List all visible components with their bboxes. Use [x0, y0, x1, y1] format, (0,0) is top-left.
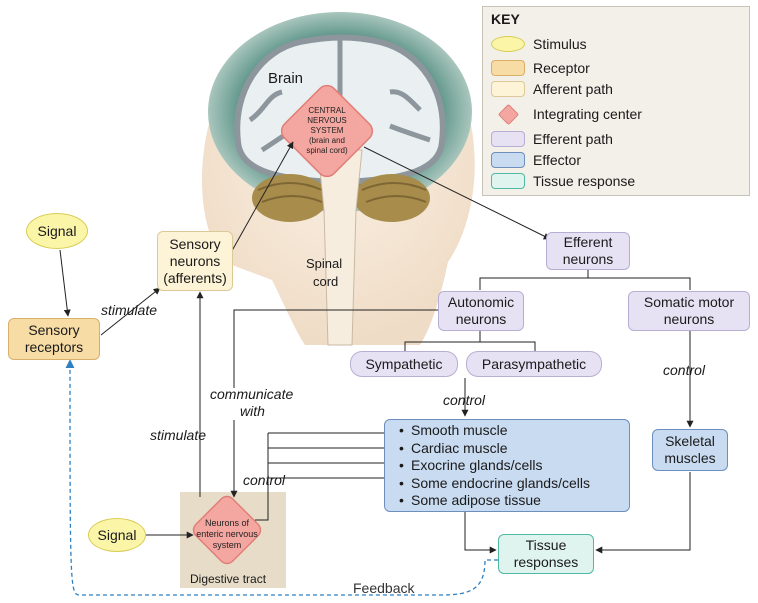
autonomic-neurons-line1: Autonomic — [447, 294, 515, 310]
efferent-neurons-box: Efferent neurons — [546, 232, 630, 270]
key-row-effector: Effector — [491, 150, 581, 170]
key-label: Stimulus — [533, 36, 587, 52]
signal-stimulus-bottom: Signal — [88, 518, 146, 552]
key-row-efferent: Efferent path — [491, 129, 613, 149]
legend-key: KEY Stimulus Receptor Afferent path Inte… — [482, 6, 750, 196]
cns-line5: spinal cord) — [306, 146, 348, 155]
efferent-neurons-line1: Efferent — [563, 234, 613, 250]
key-title: KEY — [491, 11, 520, 27]
sensory-neurons-line1: Sensory — [169, 235, 221, 252]
effector-item: Exocrine glands/cells — [399, 457, 629, 475]
cns-text: CENTRAL NERVOUS SYSTEM (brain and spinal… — [292, 106, 362, 156]
stimulate-label-upper: stimulate — [101, 302, 158, 318]
control-label-autonomic: control — [443, 392, 486, 408]
tissue-swatch — [491, 173, 525, 189]
tissue-responses-line1: Tissue — [525, 537, 567, 553]
efferent-swatch — [491, 131, 525, 147]
cns-line1: CENTRAL — [308, 106, 346, 115]
key-label: Integrating center — [533, 106, 642, 122]
feedback-path — [65, 359, 498, 596]
signal-stimulus-top: Signal — [26, 213, 88, 249]
diamond-icon — [497, 103, 519, 125]
effector-item: Some adipose tissue — [399, 492, 629, 510]
enteric-line1: Neurons of — [204, 518, 250, 528]
cns-integrating-center — [280, 84, 374, 178]
key-label: Tissue response — [533, 173, 636, 189]
key-row-receptor: Receptor — [491, 58, 590, 78]
tissue-responses-box: Tissue responses — [498, 534, 594, 574]
connectors — [59, 141, 694, 554]
key-label: Afferent path — [533, 81, 613, 97]
enteric-line2: enteric nervous — [196, 529, 258, 539]
somatic-motor-neurons-box: Somatic motor neurons — [628, 291, 750, 331]
key-row-stimulus: Stimulus — [491, 34, 587, 54]
key-label: Receptor — [533, 60, 590, 76]
sensory-neurons-line3: (afferents) — [163, 269, 227, 286]
enteric-text: Neurons of enteric nervous system — [190, 518, 264, 551]
key-label: Efferent path — [533, 131, 613, 147]
effector-item: Smooth muscle — [399, 422, 629, 440]
effector-list-box: Smooth muscle Cardiac muscle Exocrine gl… — [384, 419, 630, 512]
control-label-enteric: control — [243, 472, 286, 488]
afferent-swatch — [491, 81, 525, 97]
stimulus-swatch — [491, 36, 525, 52]
control-label-somatic: control — [663, 362, 706, 378]
key-label: Effector — [533, 152, 581, 168]
efferent-neurons-line2: neurons — [562, 251, 614, 267]
key-row-tissue: Tissue response — [491, 171, 635, 191]
autonomic-neurons-box: Autonomic neurons — [438, 291, 524, 331]
effector-item: Some endocrine glands/cells — [399, 475, 629, 493]
autonomic-neurons-line2: neurons — [455, 311, 507, 327]
somatic-motor-line1: Somatic motor — [643, 294, 735, 310]
skeletal-muscles-line1: Skeletal — [665, 433, 715, 449]
key-row-afferent: Afferent path — [491, 79, 613, 99]
brain-label: Brain — [268, 70, 304, 87]
sensory-neurons-line2: neurons — [169, 252, 221, 269]
sensory-receptors-line2: receptors — [24, 339, 84, 355]
spinal-cord-label-line1: Spinal — [306, 256, 343, 271]
key-row-integrating: Integrating center — [491, 103, 642, 125]
sensory-receptors-box: Sensory receptors — [8, 318, 100, 360]
sensory-receptors-line1: Sensory — [28, 322, 80, 338]
sensory-neurons-box: Sensory neurons (afferents) — [157, 231, 233, 291]
head-illustration — [201, 12, 475, 346]
digestive-tract-label: Digestive tract — [190, 572, 267, 586]
tissue-responses-line2: responses — [513, 554, 579, 570]
cns-line2: NERVOUS — [307, 116, 347, 125]
receptor-swatch — [491, 60, 525, 76]
skeletal-muscles-line2: muscles — [664, 450, 716, 466]
feedback-label: Feedback — [353, 580, 415, 596]
somatic-motor-line2: neurons — [663, 311, 715, 327]
sympathetic-box: Sympathetic — [350, 351, 458, 377]
enteric-line3: system — [212, 540, 242, 550]
effector-swatch — [491, 152, 525, 168]
skeletal-muscles-box: Skeletal muscles — [652, 429, 728, 471]
spinal-cord-label-line2: cord — [313, 274, 339, 289]
parasympathetic-box: Parasympathetic — [466, 351, 602, 377]
cns-line4: (brain and — [308, 136, 346, 145]
cns-line3: SYSTEM — [310, 126, 344, 135]
effector-item: Cardiac muscle — [399, 440, 629, 458]
enteric-integrating-center — [192, 495, 262, 565]
communicate-label-line1: communicate — [210, 386, 294, 402]
stimulate-label-lower: stimulate — [150, 427, 207, 443]
communicate-label-line2: with — [240, 403, 265, 419]
integrating-swatch — [491, 103, 525, 125]
